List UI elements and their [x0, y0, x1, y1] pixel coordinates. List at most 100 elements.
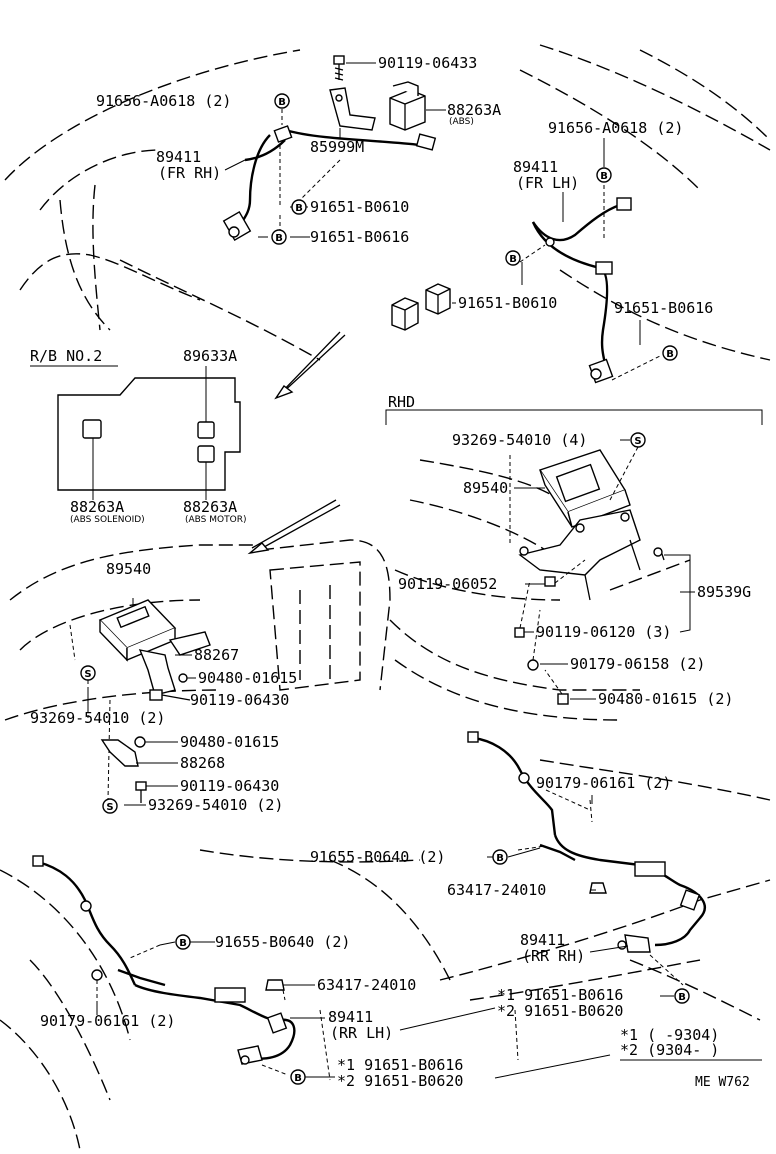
label-abs-solenoid: (ABS SOLENOID) — [70, 515, 145, 525]
label-91651-b0620-rr-rh: *2 91651-B0620 — [497, 1002, 623, 1020]
svg-text:B: B — [278, 97, 286, 108]
label-90179-06161-rh: 90179-06161 (2) — [536, 774, 671, 792]
bracket-85999m — [329, 87, 376, 131]
label-63417-24010-lh: 63417-24010 — [317, 976, 416, 994]
label-89411-fr-lh: 89411 — [513, 158, 558, 176]
b-marker: B — [175, 934, 191, 950]
label-90119-06433: 90119-06433 — [378, 54, 477, 72]
label-91656-a0618: 91656-A0618 (2) — [96, 92, 231, 110]
b-marker: B — [291, 199, 307, 215]
label-91651-b0616: 91651-B0616 — [310, 228, 409, 246]
label-90480-01615-2: 90480-01615 (2) — [598, 690, 733, 708]
label-rr-rh: (RR RH) — [522, 947, 585, 965]
s-marker: S — [80, 665, 96, 681]
label-90179-06158: 90179-06158 (2) — [570, 655, 705, 673]
b-marker: B — [596, 167, 612, 183]
svg-text:B: B — [179, 938, 187, 949]
arrow-to-ecu — [251, 499, 341, 553]
s-marker: S — [630, 432, 646, 448]
part-labels: 90119-06433 91656-A0618 (2) 88263A (ABS)… — [30, 54, 751, 1090]
label-91651-b0616-rr-lh: *1 91651-B0616 — [337, 1056, 463, 1074]
label-90119-06052: 90119-06052 — [398, 575, 497, 593]
label-abs-motor: (ABS MOTOR) — [185, 515, 246, 525]
label-rhd: RHD — [388, 393, 415, 411]
label-90480-01615-a: 90480-01615 — [198, 669, 297, 687]
b-marker: B — [662, 345, 678, 361]
label-90119-06430-a: 90119-06430 — [190, 691, 289, 709]
label-93269-54010-a: 93269-54010 (2) — [30, 709, 165, 727]
b-marker: B — [271, 229, 287, 245]
label-91655-b0640-lh: 91655-B0640 (2) — [215, 933, 350, 951]
label-91651-b0616-lh: 91651-B0616 — [614, 299, 713, 317]
fr-rh-sensor — [222, 102, 437, 241]
body-outlines — [0, 44, 771, 1151]
svg-text:S: S — [634, 436, 641, 447]
label-89540-rhd: 89540 — [463, 479, 508, 497]
fr-lh-sensor — [519, 185, 661, 384]
label-88263a: 88263A — [447, 101, 501, 119]
label-91651-b0620-rr-lh: *2 91651-B0620 — [337, 1072, 463, 1090]
label-88263a-motor: 88263A — [183, 498, 237, 516]
label-90119-06430-b: 90119-06430 — [180, 777, 279, 795]
note-1: *1 ( -9304) — [620, 1026, 719, 1044]
label-93269-54010-b: 93269-54010 (2) — [148, 796, 283, 814]
leader-lines — [87, 62, 762, 1079]
arrow-to-rb — [276, 331, 346, 398]
arrow-head-ecu — [247, 542, 270, 555]
bolt-90119-06433 — [333, 55, 345, 81]
note-2: *2 (9304- ) — [620, 1041, 719, 1059]
b-marker: B — [505, 250, 521, 266]
svg-text:B: B — [600, 171, 608, 182]
label-89411-fr-rh: 89411 — [156, 148, 201, 166]
svg-text:B: B — [666, 349, 674, 360]
label-89633a: 89633A — [183, 347, 237, 365]
label-90179-06161-lh: 90179-06161 (2) — [40, 1012, 175, 1030]
label-fr-rh: (FR RH) — [158, 164, 221, 182]
label-fr-lh: (FR LH) — [516, 174, 579, 192]
label-rb-no2: R/B NO.2 — [30, 347, 102, 365]
b-marker: B — [274, 93, 290, 109]
label-90119-06120: 90119-06120 (3) — [536, 623, 671, 641]
lhd-fasteners — [87, 680, 178, 803]
bracket-88267 — [69, 624, 211, 701]
label-91655-b0640-rh: 91655-B0640 (2) — [310, 848, 445, 866]
relays-center — [391, 283, 451, 331]
svg-text:B: B — [294, 1073, 302, 1084]
label-91651-b0616-rr-rh: *1 91651-B0616 — [497, 986, 623, 1004]
label-88267: 88267 — [194, 646, 239, 664]
rhd-section — [385, 409, 763, 705]
svg-text:B: B — [496, 853, 504, 864]
svg-text:S: S — [106, 802, 113, 813]
arrow-head-rb — [274, 384, 294, 400]
b-marker: B — [492, 849, 508, 865]
label-90480-01615-b: 90480-01615 — [180, 733, 279, 751]
svg-text:B: B — [275, 233, 283, 244]
svg-text:B: B — [509, 254, 517, 265]
svg-text:B: B — [678, 992, 686, 1003]
rr-lh-sensor — [32, 855, 519, 1081]
s-marker: S — [102, 798, 118, 814]
label-85999m: 85999M — [310, 138, 364, 156]
label-88263a-solenoid: 88263A — [70, 498, 124, 516]
label-91651-b0610: 91651-B0610 — [310, 198, 409, 216]
b-marker: B — [674, 988, 690, 1004]
label-abs: (ABS) — [449, 117, 474, 127]
ecu-89540 — [98, 598, 177, 662]
label-rr-lh: (RR LH) — [330, 1024, 393, 1042]
svg-text:B: B — [295, 203, 303, 214]
label-89411-rr-rh: 89411 — [520, 931, 565, 949]
label-88268: 88268 — [180, 754, 225, 772]
label-91651-b0610-lh: 91651-B0610 — [458, 294, 557, 312]
b-marker: B — [290, 1069, 306, 1085]
label-63417-24010-rh: 63417-24010 — [447, 881, 546, 899]
label-91656-a0618-lh: 91656-A0618 (2) — [548, 119, 683, 137]
label-89540-lhd: 89540 — [106, 560, 151, 578]
label-89411-rr-lh: 89411 — [328, 1008, 373, 1026]
label-93269-54010-4: 93269-54010 (4) — [452, 431, 587, 449]
relay-block-no2 — [30, 365, 241, 500]
relay-abs — [389, 81, 426, 131]
markers: B B B B B B S S S B B B B — [80, 93, 690, 1085]
diagram-code: ME W762 — [695, 1075, 750, 1090]
